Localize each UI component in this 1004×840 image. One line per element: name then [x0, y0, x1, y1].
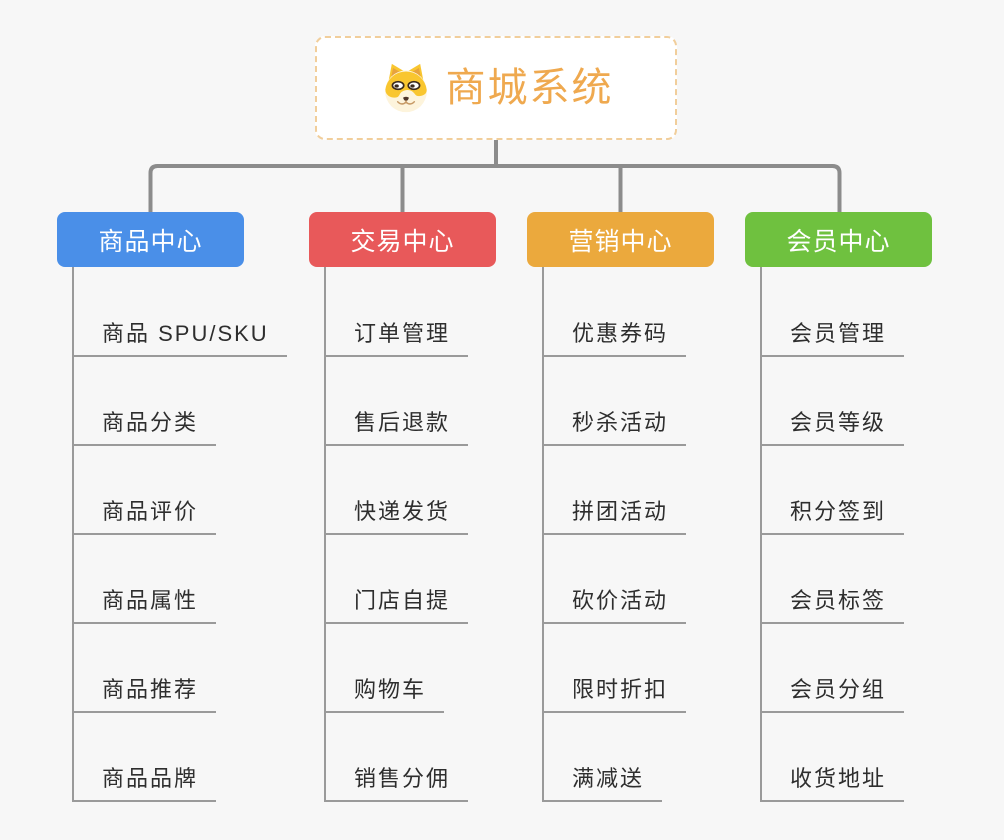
branch-label: 商品中心	[98, 227, 203, 256]
branch-node-marketing-center[interactable]: 营销中心	[527, 212, 714, 267]
leaf-node[interactable]: 拼团活动	[542, 497, 687, 535]
leaf-node[interactable]: 购物车	[324, 675, 445, 713]
leaf-node[interactable]: 商品评价	[72, 497, 217, 535]
branch-label: 营销中心	[568, 227, 673, 256]
branch-label: 会员中心	[786, 227, 891, 256]
leaf-node[interactable]: 限时折扣	[542, 675, 687, 713]
branch-node-member-center[interactable]: 会员中心	[745, 212, 932, 267]
leaf-node[interactable]: 商品 SPU/SKU	[72, 319, 287, 357]
leaf-node[interactable]: 快递发货	[324, 497, 469, 535]
leaf-node[interactable]: 收货地址	[760, 764, 905, 802]
root-title: 商城系统	[445, 66, 614, 110]
leaf-node[interactable]: 砍价活动	[542, 586, 687, 624]
leaf-node[interactable]: 商品推荐	[72, 675, 217, 713]
leaf-node[interactable]: 会员等级	[760, 408, 905, 446]
leaf-node[interactable]: 商品属性	[72, 586, 217, 624]
leaf-node[interactable]: 商品分类	[72, 408, 217, 446]
leaf-node[interactable]: 销售分佣	[324, 764, 469, 802]
leaf-node[interactable]: 会员分组	[760, 675, 905, 713]
leaf-node[interactable]: 秒杀活动	[542, 408, 687, 446]
leaf-node[interactable]: 订单管理	[324, 319, 469, 357]
leaf-node[interactable]: 满减送	[542, 764, 663, 802]
branch-node-trade-center[interactable]: 交易中心	[309, 212, 496, 267]
leaf-node[interactable]: 会员标签	[760, 586, 905, 624]
leaf-node[interactable]: 优惠券码	[542, 319, 687, 357]
root-node[interactable]: 商城系统	[315, 36, 677, 140]
leaf-node[interactable]: 积分签到	[760, 497, 905, 535]
dog-icon	[384, 63, 427, 113]
branch-label: 交易中心	[350, 227, 455, 256]
leaf-node[interactable]: 会员管理	[760, 319, 905, 357]
branch-node-product-center[interactable]: 商品中心	[57, 212, 244, 267]
leaf-node[interactable]: 商品品牌	[72, 764, 217, 802]
leaf-node[interactable]: 售后退款	[324, 408, 469, 446]
leaf-node[interactable]: 门店自提	[324, 586, 469, 624]
